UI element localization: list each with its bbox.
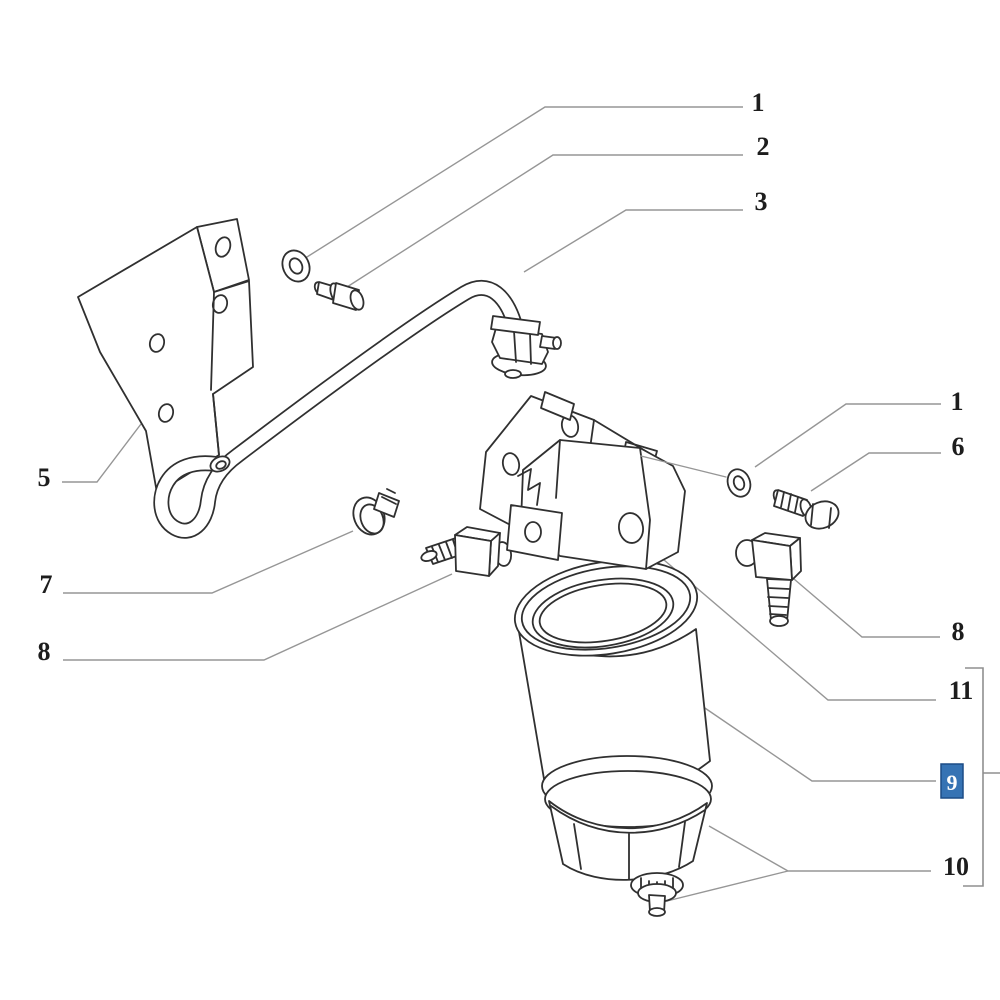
sediment-bowl [548,800,708,917]
callout-label-8-8[interactable]: 8 [952,617,965,646]
pipe-connector [490,315,562,379]
callout-label-8-5[interactable]: 8 [38,637,51,666]
elbow-union-left [420,526,512,577]
callout-label-7-4[interactable]: 7 [40,570,53,599]
callout-label-10-11[interactable]: 10 [943,852,969,881]
washer-right [726,468,752,498]
callout-label-11-9[interactable]: 11 [949,676,974,705]
filter-cartridge [513,559,713,828]
leader-lines [62,106,941,902]
filter-head-support [479,391,686,570]
callout-label-5-3[interactable]: 5 [38,463,51,492]
callout-label-1-0[interactable]: 1 [752,88,765,117]
mounting-bracket [77,218,254,494]
callout-label-1-6[interactable]: 1 [951,387,964,416]
callout-label-6-7[interactable]: 6 [952,432,965,461]
callout-layer: 1 2 3 5 7 8 1 6 8 11 9 10 [38,88,974,881]
callout-highlight-box[interactable] [940,763,964,799]
callout-label-2-1[interactable]: 2 [757,132,770,161]
elbow-union-right [735,532,802,627]
hose-clamp [352,488,400,536]
callout-label-9-10[interactable]: 9 [947,770,958,795]
hex-bolt-upper [313,281,365,311]
group-bracket [963,667,1000,887]
assembly-line [640,455,727,478]
hex-bolt-right [772,489,840,530]
callout-label-3-2[interactable]: 3 [755,187,768,216]
washer-upper [281,249,311,283]
fuel-pipe [153,280,525,539]
